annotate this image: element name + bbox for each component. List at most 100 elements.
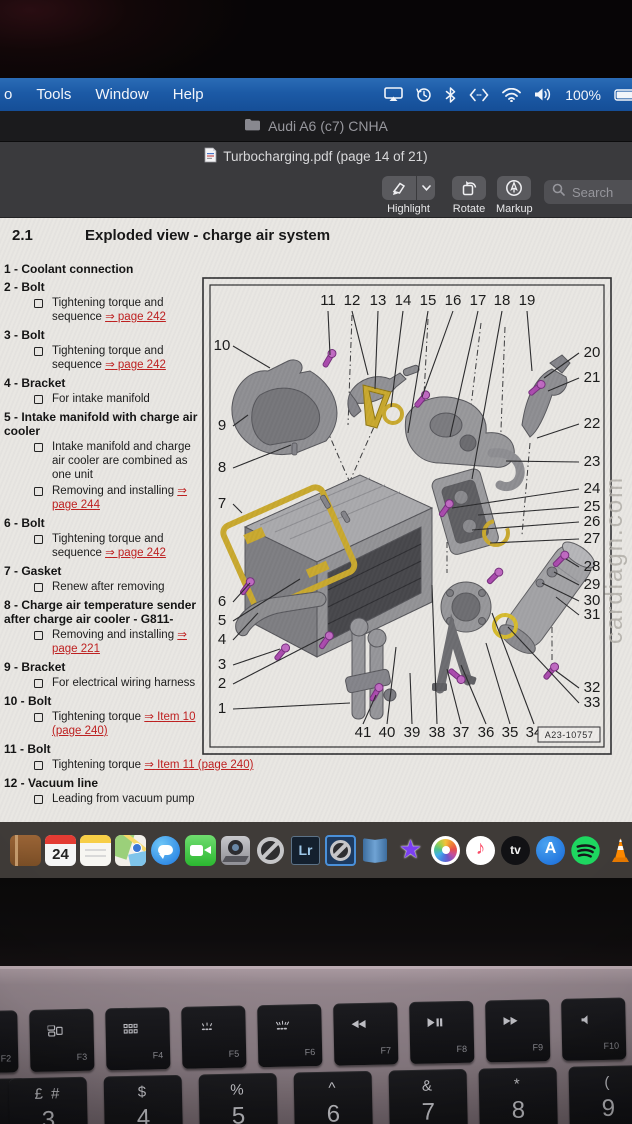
search-field[interactable] <box>544 180 632 204</box>
callout-leader-line <box>327 310 331 356</box>
dock-icon-spotify[interactable] <box>570 835 601 866</box>
status-icons: 100% <box>384 86 632 104</box>
note-text: Tightening torque ⇒ Item 11 (page 240) <box>52 758 253 772</box>
part-item-label: 7 - Gasket <box>4 564 62 578</box>
right-bracket-illustration <box>521 354 571 438</box>
bluetooth-icon[interactable] <box>445 86 456 104</box>
callout-number: 15 <box>420 292 437 309</box>
key-shift-symbol: * <box>513 1075 522 1093</box>
dock-icon-contacts[interactable] <box>10 834 41 866</box>
dock-icon-books[interactable] <box>360 835 391 866</box>
page-reference-link[interactable]: ⇒ page 242 <box>105 311 166 323</box>
pipe-o-ring-illustration <box>492 613 518 639</box>
fn-key-label: F6 <box>304 1047 316 1058</box>
key-f8[interactable]: F8 <box>409 1000 475 1065</box>
markup-button[interactable] <box>497 176 532 200</box>
callout-number: 16 <box>445 292 462 309</box>
square-bullet-icon <box>34 712 43 722</box>
volume-icon[interactable] <box>534 86 552 104</box>
wifi-icon[interactable] <box>502 86 522 104</box>
dock-icon-blocked-app[interactable] <box>255 835 286 866</box>
key-shift-symbol: ^ <box>328 1079 338 1097</box>
key-f6[interactable]: F6 <box>257 1003 323 1068</box>
key-number: 5 <box>231 1102 246 1124</box>
key-f2[interactable]: F2 <box>0 1010 19 1074</box>
key-f3[interactable]: F3 <box>29 1008 95 1072</box>
key-f5[interactable]: F5 <box>181 1005 247 1069</box>
highlight-button[interactable] <box>382 176 416 200</box>
time-machine-icon[interactable] <box>416 86 432 104</box>
part-item-note: Removing and installing ⇒ page 221 <box>4 628 202 656</box>
dock-icon-maps[interactable] <box>115 834 146 866</box>
key-f9[interactable]: F9 <box>485 999 551 1063</box>
airplay-icon[interactable] <box>384 86 403 104</box>
bolt-illustration <box>528 379 546 396</box>
dock-icon-notes[interactable] <box>80 834 111 866</box>
highlight-dropdown-button[interactable] <box>417 176 435 200</box>
figure-code-box: A23-10757 <box>537 726 601 743</box>
note-text: Removing and installing ⇒ page 244 <box>52 484 202 512</box>
dock-icon-calendar[interactable]: 24 <box>45 834 76 866</box>
callout-leader-line <box>374 310 379 390</box>
blank-key-face <box>0 1027 4 1028</box>
key-number: 3 <box>41 1106 56 1124</box>
part-item-label: 11 - Bolt <box>4 742 51 756</box>
menu-item-help[interactable]: Help <box>172 86 204 103</box>
dock-icon-photos[interactable] <box>430 835 461 866</box>
dock-icon-facetime[interactable] <box>185 834 216 866</box>
key-6[interactable]: ^6 <box>293 1070 374 1124</box>
key-shift-symbol: % <box>230 1081 246 1099</box>
key-9[interactable]: (9 <box>568 1065 632 1124</box>
menu-item-tools[interactable]: Tools <box>36 86 72 103</box>
key-shift-symbol: $ <box>137 1083 149 1101</box>
key-3[interactable]: £ #3 <box>8 1076 89 1124</box>
note-text: Tightening torque and sequence ⇒ page 24… <box>52 296 202 324</box>
callout-leader-line <box>421 310 454 398</box>
square-bullet-icon <box>34 394 43 404</box>
note-text-plain: For electrical wiring harness <box>52 677 196 689</box>
key-f4[interactable]: F4 <box>105 1007 171 1071</box>
intake-manifold-illustration <box>243 474 434 658</box>
square-bullet-icon <box>34 486 43 496</box>
callout-leader-line <box>232 345 271 369</box>
search-input[interactable] <box>570 183 632 201</box>
dock-icon-messages[interactable] <box>150 835 181 866</box>
bolt-illustration <box>322 349 337 368</box>
page-reference-link[interactable]: ⇒ page 244 <box>52 485 187 511</box>
page-reference-link[interactable]: ⇒ page 242 <box>105 359 166 371</box>
dock-icon-imovie[interactable]: ★ <box>398 833 423 864</box>
menu-item-o[interactable]: o <box>4 86 13 103</box>
key-8[interactable]: *8 <box>478 1066 559 1124</box>
note-text-plain: Renew after removing <box>52 581 165 593</box>
key-7[interactable]: &7 <box>388 1068 469 1124</box>
code-brackets-icon[interactable] <box>469 86 489 104</box>
preview-window-titlebar[interactable]: Turbocharging.pdf (page 14 of 21) <box>0 142 632 170</box>
bolt-illustration <box>438 499 454 518</box>
dock-icon-app-store[interactable]: A <box>535 835 566 866</box>
page-reference-link[interactable]: ⇒ Item 10 (page 240) <box>52 711 196 737</box>
key-4[interactable]: $4 <box>103 1074 184 1124</box>
dock-icon-apple-tv[interactable]: tv <box>500 835 531 866</box>
figure-code: A23-10757 <box>545 730 594 740</box>
page-reference-link[interactable]: ⇒ page 221 <box>52 629 187 655</box>
actuator-assembly-illustration <box>404 396 525 492</box>
dock-icon-vlc[interactable] <box>605 835 632 866</box>
dock-icon-blocked-app-selected[interactable] <box>325 834 356 866</box>
bolt-illustration <box>369 683 384 702</box>
rotate-button[interactable] <box>452 176 486 200</box>
key-5[interactable]: %5 <box>198 1072 279 1124</box>
dock-icon-music[interactable]: ♪ <box>465 835 496 866</box>
page-reference-link[interactable]: ⇒ page 242 <box>105 547 166 559</box>
menu-item-window[interactable]: Window <box>95 86 149 103</box>
markup-label: Markup <box>496 203 533 215</box>
fn-key-label: F10 <box>603 1040 620 1051</box>
finder-window-titlebar[interactable]: Audi A6 (c7) CNHA <box>0 111 632 142</box>
dock-icon-photo-booth[interactable] <box>220 835 251 866</box>
page-reference-link[interactable]: ⇒ Item 11 (page 240) <box>144 759 254 771</box>
dock-icon-lightroom[interactable]: Lr <box>290 835 321 866</box>
key-f7[interactable]: F7 <box>333 1002 399 1066</box>
callout-number: 10 <box>214 337 231 354</box>
key-f10[interactable]: F10 <box>561 997 627 1061</box>
small-fasteners-illustration <box>291 442 558 588</box>
battery-icon[interactable] <box>614 86 632 104</box>
